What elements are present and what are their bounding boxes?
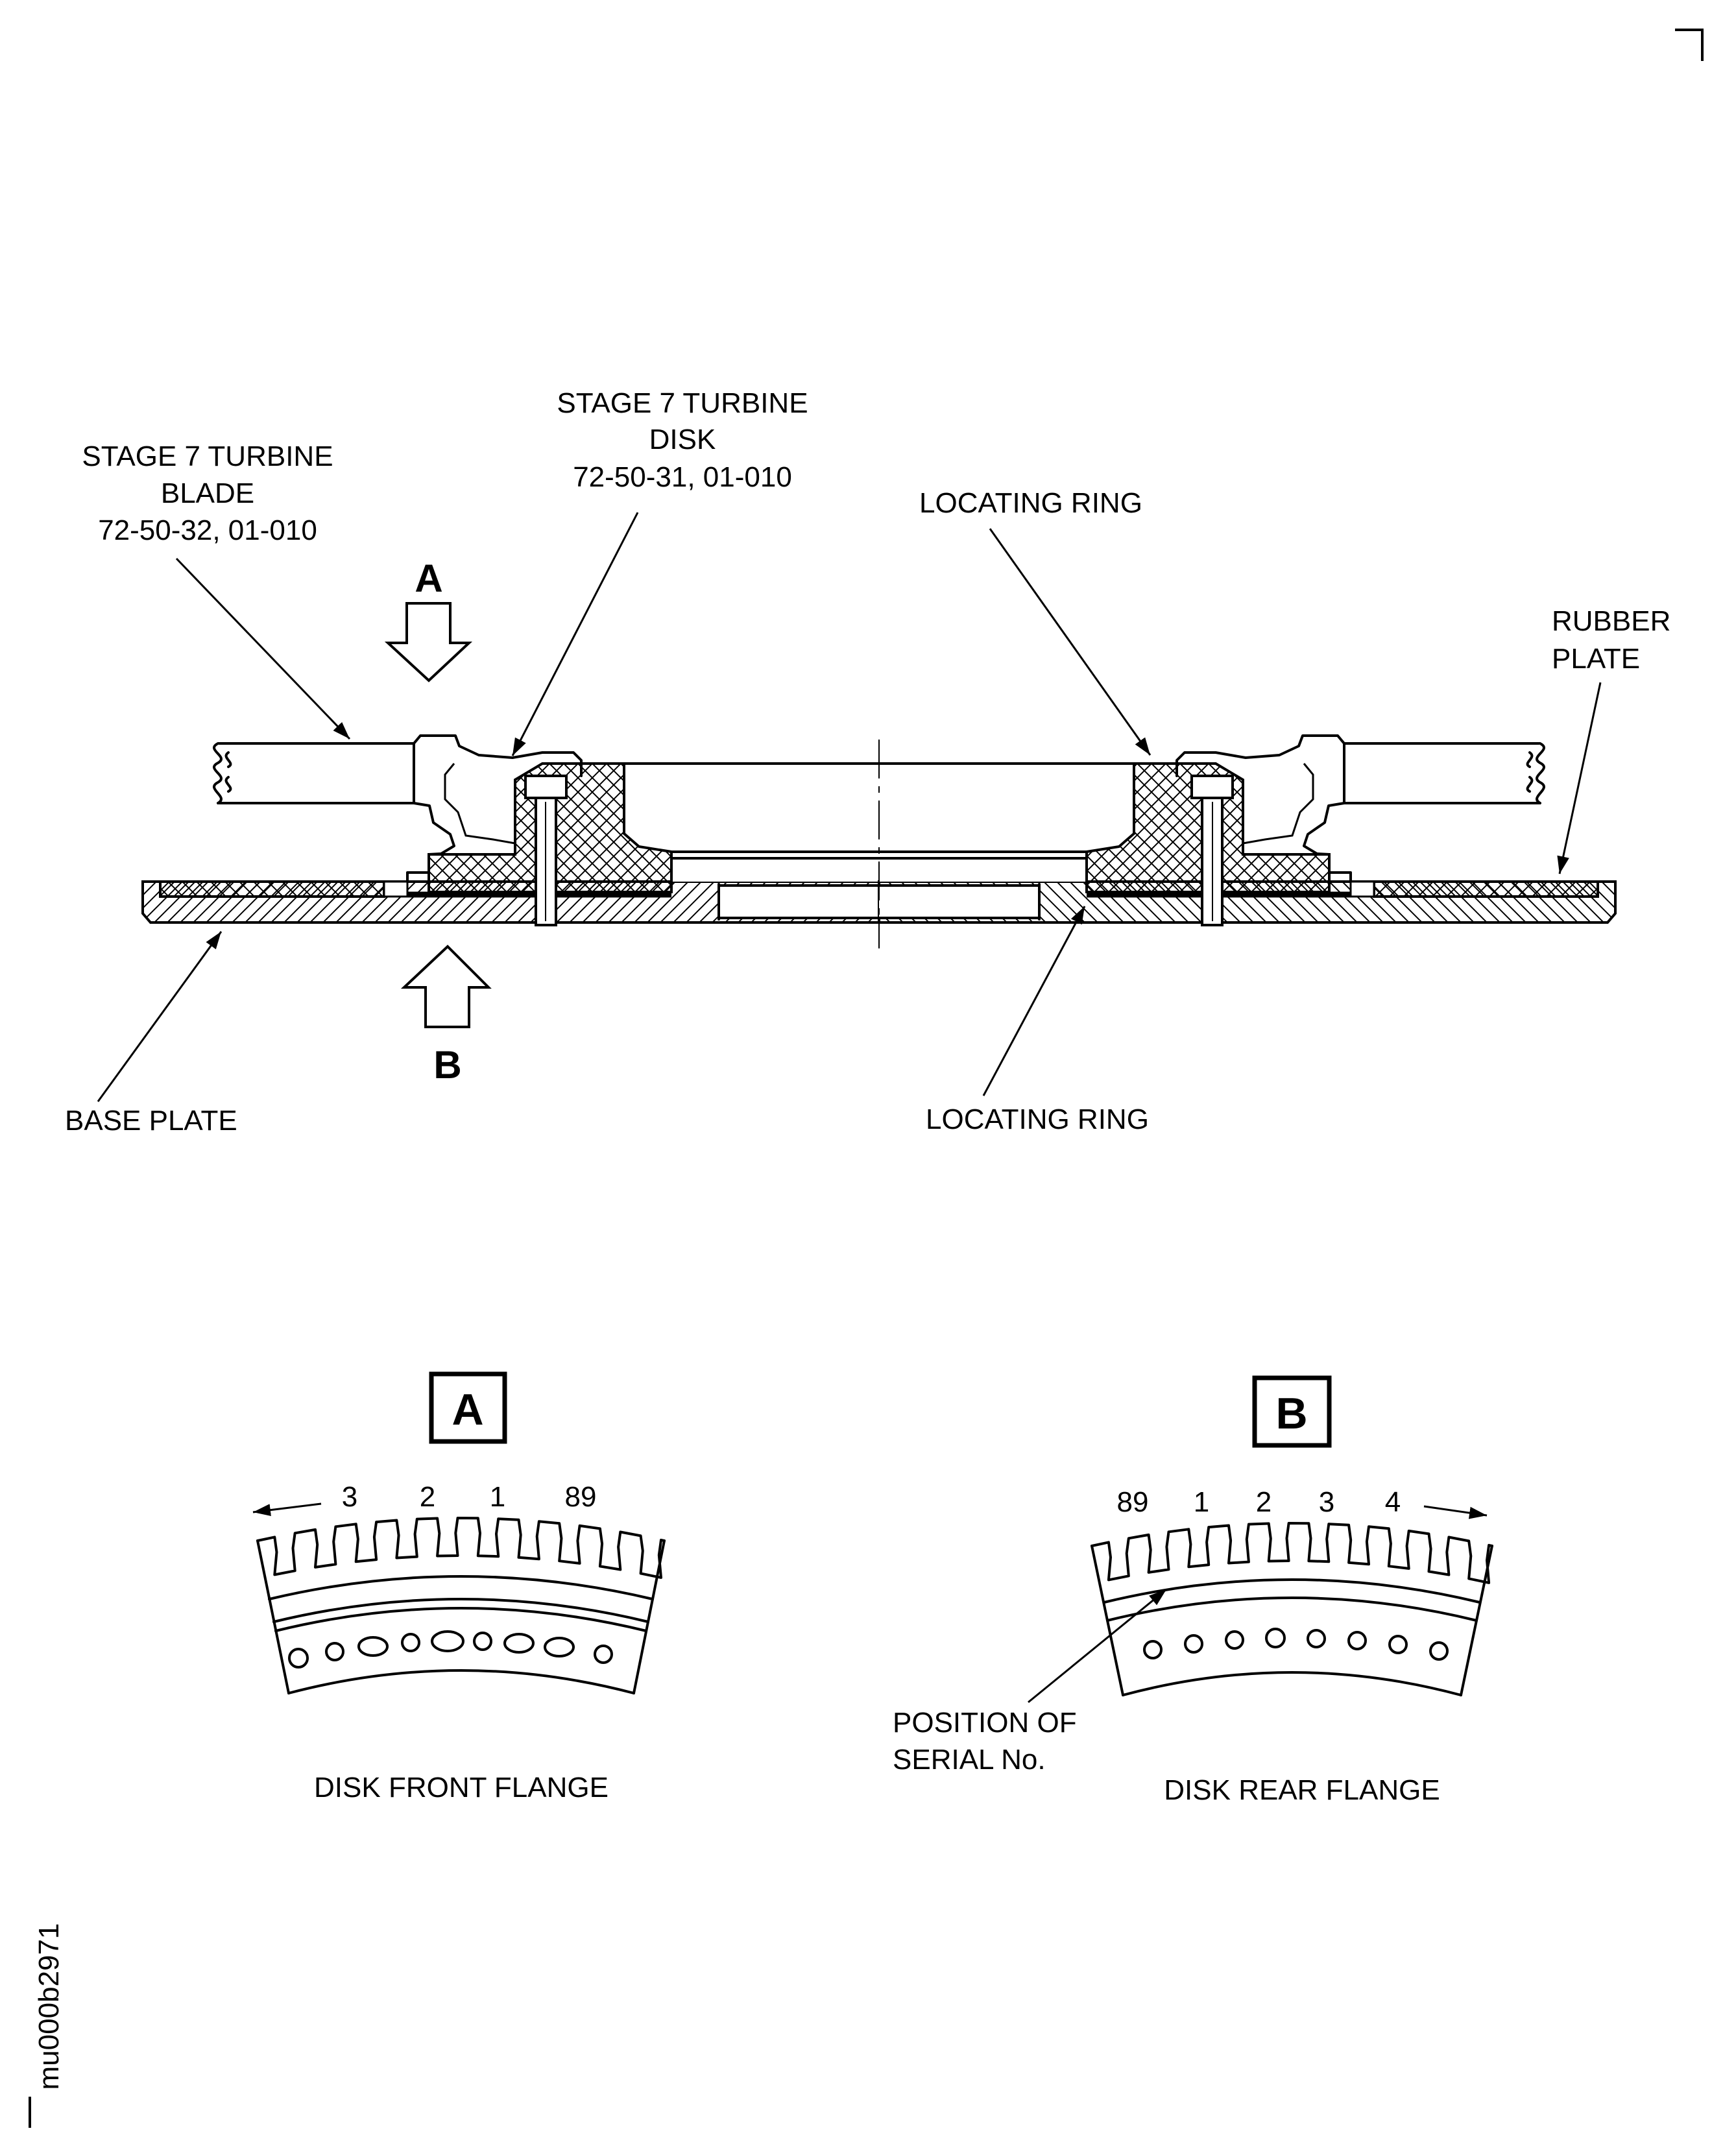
flange-b-hole (1388, 1635, 1408, 1654)
flange-a-line (268, 1575, 654, 1600)
flange-b-teeth (1091, 1522, 1493, 1584)
view-b-number: 4 (1385, 1486, 1401, 1518)
section-right-half (879, 736, 1615, 925)
view-b-number: 89 (1117, 1486, 1149, 1518)
flange-b-hole (1225, 1630, 1244, 1650)
flange-a-hole (325, 1642, 344, 1661)
flange-a-line (274, 1607, 647, 1632)
view-b-title-box (1252, 1375, 1332, 1448)
disk-leader (511, 512, 639, 756)
view-a-title: A (452, 1385, 483, 1434)
serial-note-leader (1028, 1588, 1167, 1704)
flange-a-hole (544, 1637, 575, 1657)
base-plate-label: BASE PLATE (65, 1105, 237, 1137)
flange-b-hole (1143, 1640, 1163, 1659)
rubber-plate-label-line2: PLATE (1552, 643, 1640, 675)
locating-ring-top-leader (989, 528, 1151, 756)
flange-a-line (272, 1598, 649, 1623)
view-b-number: 3 (1319, 1486, 1334, 1518)
view-a-arrow (384, 602, 473, 682)
view-b-number: 2 (1256, 1486, 1272, 1518)
view-a-title-box (429, 1371, 507, 1444)
flange-b-hole (1307, 1629, 1326, 1648)
view-a-number: 3 (342, 1481, 357, 1513)
flange-a-hole (431, 1630, 464, 1652)
view-b-direction-arrow (1423, 1505, 1488, 1519)
serial-note-line2: SERIAL No. (893, 1744, 1046, 1776)
corner-mark-top-right (1675, 29, 1704, 61)
flange-a-hole (594, 1645, 613, 1664)
flange-b-hole (1265, 1628, 1286, 1648)
view-a-direction-arrow (252, 1502, 322, 1517)
serial-note-line1: POSITION OF (893, 1707, 1077, 1739)
locating-ring-top-label: LOCATING RING (919, 487, 1142, 519)
disk-label-line2: DISK (649, 424, 716, 455)
view-b-arrow (400, 945, 492, 1028)
view-a-number: 1 (490, 1481, 505, 1513)
disk-label-line1: STAGE 7 TURBINE (557, 387, 808, 419)
blade-label-line2: BLADE (161, 477, 254, 509)
view-b-number: 1 (1194, 1486, 1209, 1518)
flange-a-hole (503, 1633, 535, 1654)
section-left-half (143, 736, 879, 925)
disk-label-line3: 72-50-31, 01-010 (573, 461, 792, 493)
locating-ring-bottom-label: LOCATING RING (926, 1103, 1149, 1135)
flange-a-hole (288, 1648, 309, 1669)
view-a-number: 2 (420, 1481, 435, 1513)
blade-label-line1: STAGE 7 TURBINE (82, 440, 333, 472)
locating-ring-bottom-leader (982, 906, 1086, 1096)
flange-a-hole (473, 1632, 492, 1651)
rear-flange-drawing (1091, 1522, 1493, 1696)
flange-b-bottom (1122, 1671, 1462, 1696)
flange-a-teeth (256, 1517, 666, 1579)
flange-a-hole (357, 1636, 389, 1657)
view-a-arrow-label: A (415, 557, 442, 600)
flange-b-hole (1184, 1634, 1203, 1654)
flange-a-bottom (287, 1669, 635, 1694)
base-plate-leader (97, 931, 223, 1102)
flange-a-hole (401, 1633, 420, 1652)
rubber-plate-label-line1: RUBBER (1552, 605, 1670, 637)
view-b-title: B (1275, 1389, 1307, 1438)
rubber-plate-leader (1557, 682, 1602, 874)
flange-b-hole (1347, 1631, 1367, 1650)
blade-label-line3: 72-50-32, 01-010 (98, 514, 317, 546)
flange-b-hole (1429, 1641, 1449, 1661)
blade-leader (175, 557, 351, 740)
view-a-caption: DISK FRONT FLANGE (314, 1772, 609, 1803)
flange-a-sides (256, 1539, 666, 1694)
front-flange-drawing (256, 1517, 666, 1694)
view-a-number: 89 (565, 1481, 597, 1513)
view-b-caption: DISK REAR FLANGE (1164, 1774, 1440, 1806)
drawing-id: mu000b2971 (33, 1923, 65, 2090)
flange-b-line (1106, 1597, 1478, 1622)
view-b-arrow-label: B (433, 1043, 461, 1087)
